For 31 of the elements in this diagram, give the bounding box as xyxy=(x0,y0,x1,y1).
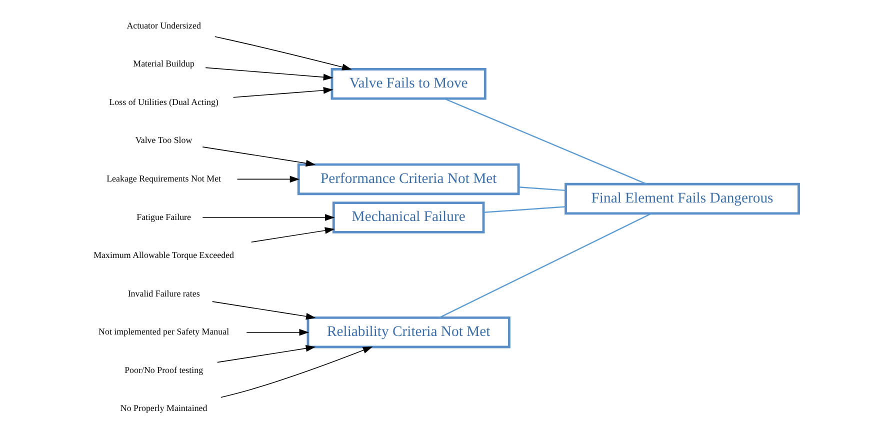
node-text: Poor/No Proof testing xyxy=(124,364,203,375)
arrow xyxy=(220,346,372,398)
node-text: Material Buildup xyxy=(132,58,194,69)
arrow xyxy=(236,176,300,183)
arrow xyxy=(202,214,334,221)
arrow xyxy=(211,301,316,320)
node-text: Loss of Utilities (Dual Acting) xyxy=(108,96,218,107)
node-text: Actuator Undersized xyxy=(126,20,200,30)
connector xyxy=(483,206,566,213)
arrow xyxy=(216,345,316,363)
node-box: Valve Fails to Move xyxy=(330,68,486,100)
node-box: Mechanical Failure xyxy=(332,202,484,234)
node-text: Fatigue Failure xyxy=(136,212,190,222)
node-text: Invalid Failure rates xyxy=(127,288,200,298)
node-box: Reliability Criteria Not Met xyxy=(306,316,510,348)
arrow xyxy=(202,146,316,167)
arrow xyxy=(214,36,352,70)
node-box: Performance Criteria Not Met xyxy=(296,163,520,196)
node-text: Not implemented per Safety Manual xyxy=(98,326,229,337)
node-text: No Properly Maintained xyxy=(120,403,207,414)
node-text: Leakage Requirements Not Met xyxy=(106,174,221,184)
node-text: Valve Too Slow xyxy=(134,135,192,146)
arrow xyxy=(204,67,333,81)
arrow xyxy=(246,328,309,336)
arrow xyxy=(232,87,333,98)
node-box: Final Element Fails Dangerous xyxy=(564,182,800,215)
connector xyxy=(443,98,646,185)
node-text: Maximum Allowable Torque Exceeded xyxy=(93,250,234,260)
connector xyxy=(518,186,566,192)
arrow xyxy=(250,227,334,243)
connector xyxy=(438,212,652,318)
